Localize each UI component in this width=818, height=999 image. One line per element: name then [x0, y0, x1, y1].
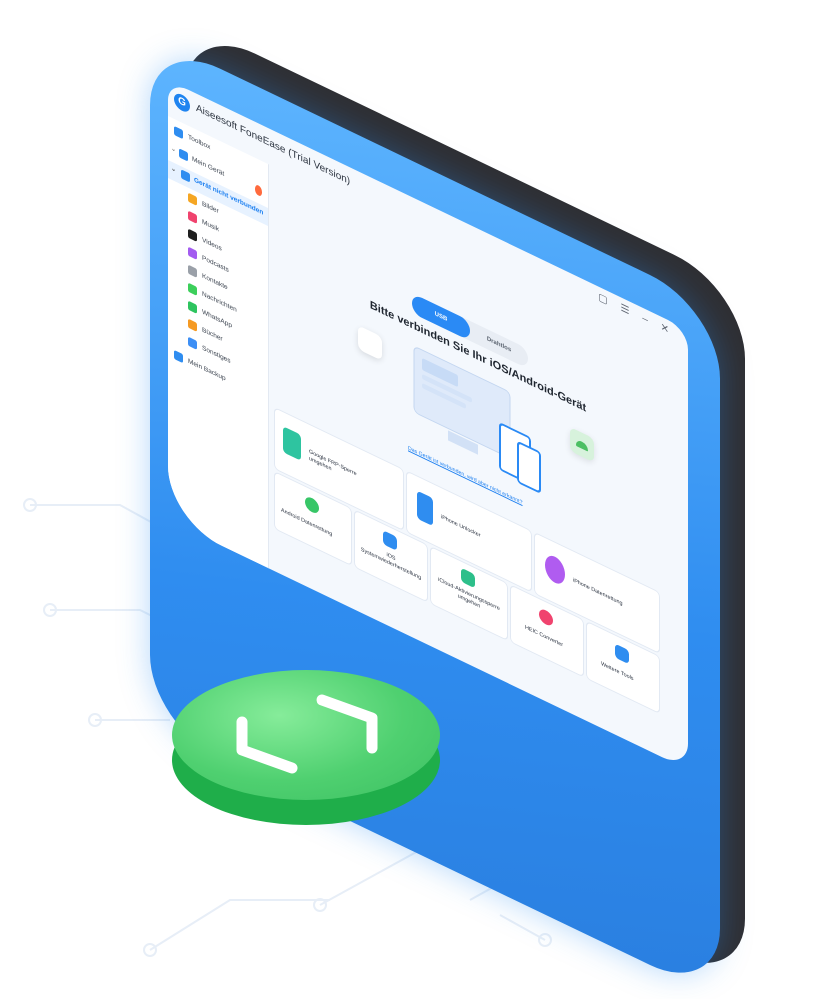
contacts-icon [188, 264, 197, 278]
app-logo-icon: G [174, 90, 190, 115]
transfer-coin [172, 670, 440, 800]
sidebar-item-label: Musik [202, 218, 219, 234]
transfer-arrows-icon [236, 694, 378, 774]
podcast-icon [188, 246, 197, 260]
music-icon [188, 210, 197, 224]
chevron-down-icon: ⌄ [171, 145, 177, 154]
fire-icon [255, 183, 262, 198]
tool-label: Weitere Tools [601, 660, 634, 683]
other-icon [188, 336, 197, 350]
tool-label: Android Datenrettung [281, 507, 333, 538]
google-frp-icon [283, 426, 301, 461]
tool-label: iPhone Datenrettung [573, 577, 623, 608]
app-window: G Aiseesoft FoneEase (Trial Version) ▢ ☰… [168, 80, 688, 770]
phone-icon [181, 169, 190, 183]
chevron-down-icon: ⌄ [171, 165, 177, 174]
tool-label: HEIC Converter [525, 624, 564, 649]
tool-label: iPhone Unlocker [441, 514, 481, 540]
icloud-lock-icon [461, 567, 475, 589]
backup-icon [174, 349, 183, 364]
android-icon [570, 426, 594, 463]
more-tools-icon [615, 643, 629, 665]
sidebar: Toolbox ⌄ Mein Gerät ⌄ Gerät nicht verbu… [168, 116, 269, 569]
wrench-icon [383, 530, 397, 551]
iphone-unlock-icon [417, 490, 433, 527]
main-content: USB Drahtlos Bitte verbinden Sie Ihr iOS… [268, 164, 688, 770]
tv-icon [188, 228, 197, 242]
books-icon [188, 318, 197, 332]
apple-icon [358, 325, 382, 361]
messages-icon [188, 282, 197, 296]
device-icon [179, 148, 188, 162]
tool-label: Google FRP-Sperre umgehen [309, 448, 357, 478]
sidebar-item-label: Bilder [202, 200, 219, 216]
photos-icon [188, 192, 197, 206]
devices-illustration [413, 347, 541, 493]
sidebar-item-label: Toolbox [188, 133, 211, 152]
whatsapp-icon [188, 300, 197, 314]
android-recovery-icon [305, 494, 319, 516]
heic-icon [539, 607, 553, 628]
iphone-recovery-icon [545, 551, 565, 588]
home-icon [174, 125, 183, 140]
